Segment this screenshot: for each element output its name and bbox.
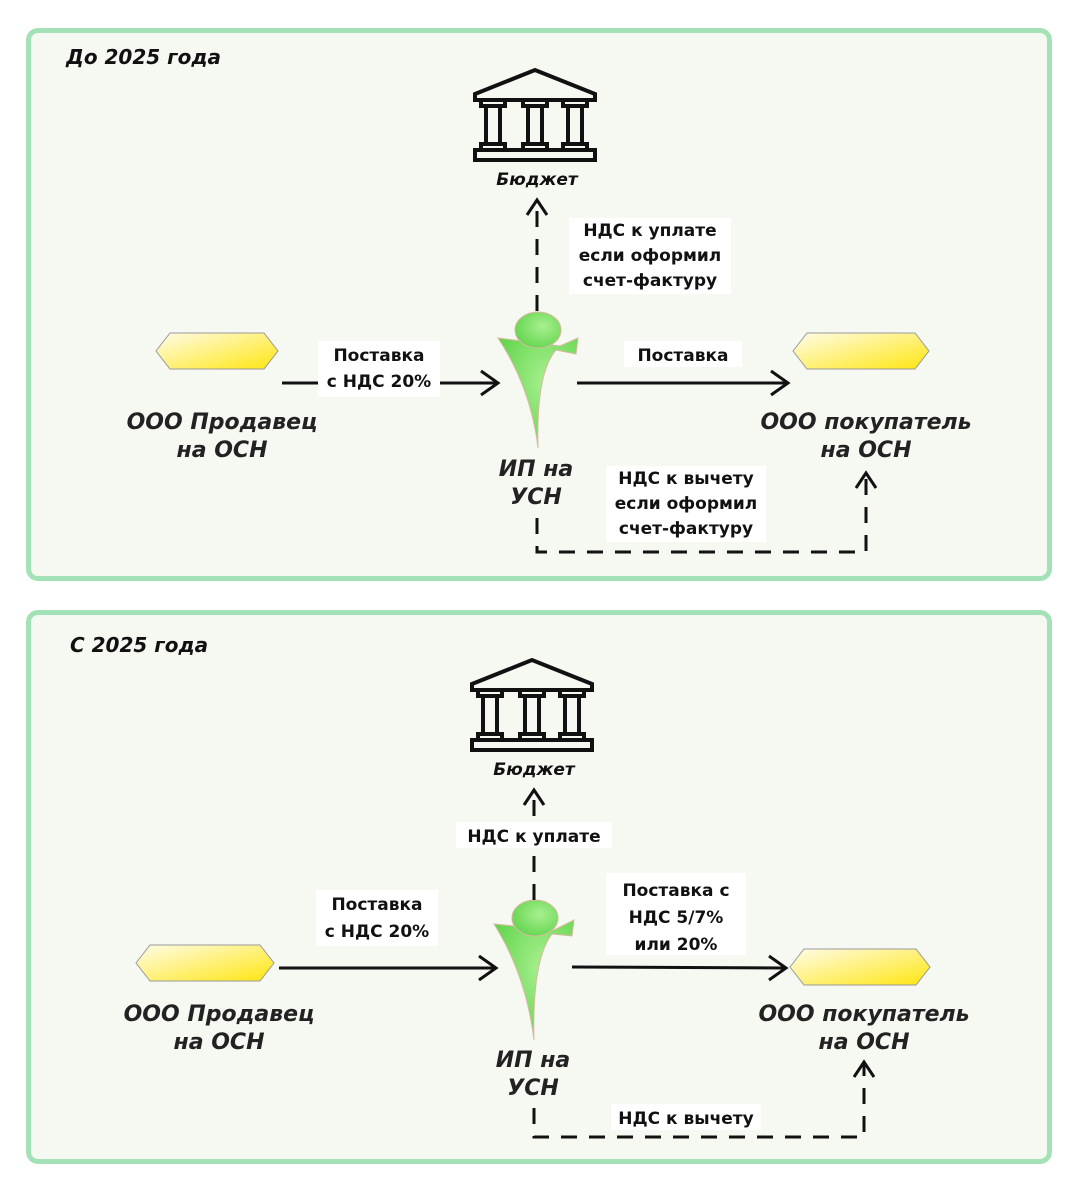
edge-label-ip-budget-3: счет-фактуру bbox=[583, 271, 717, 291]
seller-label-line2: на ОСН bbox=[177, 438, 268, 463]
edge-label-vat-3: счет-фактуру bbox=[619, 519, 753, 539]
edge-label-ip-buyer-3: или 20% bbox=[635, 935, 718, 955]
ip-label-line2: УСН bbox=[510, 485, 562, 510]
edge-label-ip-budget-1: НДС к уплате bbox=[583, 221, 716, 241]
seller-node bbox=[135, 944, 275, 982]
edge-label-seller-ip-2: с НДС 20% bbox=[327, 372, 431, 392]
edge-label-seller-ip-2: с НДС 20% bbox=[325, 922, 429, 942]
edge-label-seller-ip-1: Поставка bbox=[333, 346, 424, 366]
edge-label-ip-buyer-1: Поставка bbox=[637, 346, 728, 366]
ip-label-line1: ИП на bbox=[496, 1048, 571, 1073]
edge-label-ip-budget-1: НДС к уплате bbox=[467, 827, 600, 847]
arrow-ip-to-buyer bbox=[571, 965, 785, 970]
edge-label-vat-2: если оформил bbox=[615, 494, 758, 514]
edge-label-vat-1: НДС к вычету bbox=[618, 469, 754, 489]
panel-before-2025: До 2025 года Бюджет ООО Продавец на ОСН … bbox=[26, 28, 1052, 581]
person-icon bbox=[493, 899, 575, 1041]
edge-label-vat-1: НДС к вычету bbox=[618, 1109, 754, 1129]
seller-label-line2: на ОСН bbox=[174, 1030, 265, 1055]
buyer-node bbox=[789, 948, 931, 986]
panel-from-2025: С 2025 года Бюджет ООО Продавец на ОСН О… bbox=[26, 610, 1052, 1164]
edge-label-ip-buyer-2: НДС 5/7% bbox=[629, 908, 724, 928]
buyer-label-line1: ООО покупатель bbox=[760, 410, 971, 435]
arrowhead bbox=[522, 787, 546, 806]
panel-title: С 2025 года bbox=[70, 633, 208, 657]
ip-label-line1: ИП на bbox=[499, 457, 574, 482]
arrowhead bbox=[852, 1059, 876, 1078]
bank-icon bbox=[473, 67, 597, 162]
buyer-node bbox=[792, 332, 930, 370]
buyer-label-line2: на ОСН bbox=[819, 1030, 910, 1055]
seller-label-line1: ООО Продавец bbox=[124, 1002, 315, 1027]
arrow-ip-to-buyer-vat bbox=[535, 473, 868, 554]
arrowhead bbox=[478, 954, 499, 982]
buyer-label-line2: на ОСН bbox=[821, 438, 912, 463]
edge-label-ip-buyer-1: Поставка с bbox=[622, 881, 729, 901]
budget-label: Бюджет bbox=[493, 760, 576, 780]
edge-label-seller-ip-1: Поставка bbox=[331, 895, 422, 915]
person-icon bbox=[496, 311, 579, 449]
arrowhead bbox=[480, 369, 501, 397]
panel-title: До 2025 года bbox=[65, 45, 221, 69]
arrowhead bbox=[768, 954, 789, 982]
arrowhead bbox=[854, 470, 878, 489]
edge-label-ip-budget-2: если оформил bbox=[579, 246, 722, 266]
diagram-before-2025: До 2025 года Бюджет ООО Продавец на ОСН … bbox=[65, 45, 972, 554]
arrow-ip-to-buyer-vat bbox=[532, 1062, 866, 1139]
arrowhead bbox=[770, 369, 791, 397]
ip-label-line2: УСН bbox=[507, 1076, 559, 1101]
diagram-from-2025: С 2025 года Бюджет ООО Продавец на ОСН О… bbox=[70, 633, 970, 1139]
seller-node bbox=[155, 332, 279, 370]
bank-icon bbox=[470, 657, 594, 752]
arrowhead bbox=[525, 197, 549, 216]
buyer-label-line1: ООО покупатель bbox=[758, 1002, 969, 1027]
budget-label: Бюджет bbox=[496, 170, 579, 190]
seller-label-line1: ООО Продавец bbox=[127, 410, 318, 435]
